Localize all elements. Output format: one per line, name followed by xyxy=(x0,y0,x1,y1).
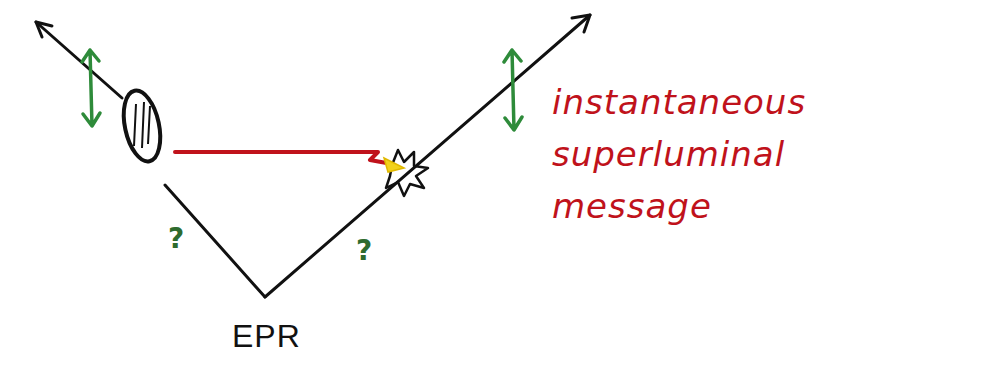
right-arrowhead xyxy=(572,15,590,32)
right-photon-path xyxy=(265,15,590,297)
question-mark: ? xyxy=(168,222,184,256)
polarizer-lines xyxy=(134,102,150,148)
question-mark: ? xyxy=(356,234,372,268)
right-polarization-arrow xyxy=(504,50,522,130)
left-photon-path xyxy=(165,185,265,297)
detector-burst xyxy=(386,150,428,196)
left-outgoing-ray xyxy=(36,22,122,98)
superluminal-signal xyxy=(175,152,392,164)
left-arrowhead xyxy=(36,22,52,37)
polarizer xyxy=(118,87,166,164)
signal-arrowhead xyxy=(384,158,404,172)
left-polarization-arrow xyxy=(82,50,100,126)
message-note: instantaneous superluminal message xyxy=(552,76,822,232)
source-label: EPR xyxy=(232,318,301,354)
